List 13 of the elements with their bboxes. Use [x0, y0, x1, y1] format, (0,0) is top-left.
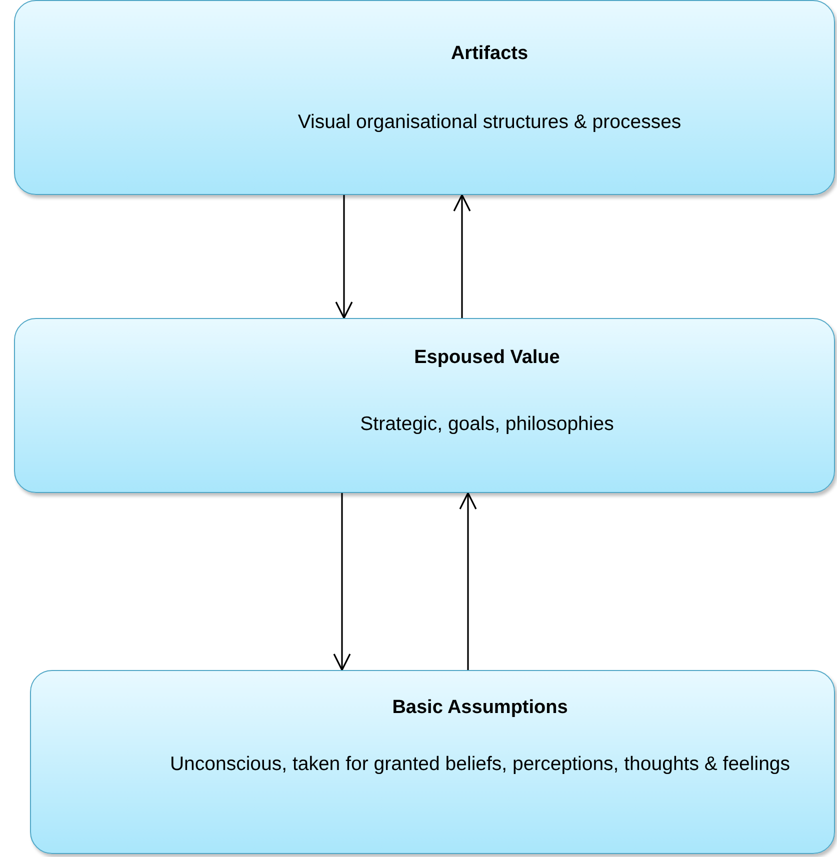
- rounded-box: [30, 670, 835, 854]
- rounded-box: [14, 0, 835, 195]
- box-heading: Basic Assumptions: [392, 697, 568, 719]
- arrow: [453, 194, 471, 318]
- box-text: Unconscious, taken for granted beliefs, perceptions, thoughts & feelings: [168, 752, 792, 777]
- box-text: Visual organisational structures & processes: [296, 110, 682, 135]
- rounded-box: [14, 318, 835, 493]
- box-heading: Espoused Value: [414, 347, 560, 369]
- arrow: [459, 492, 477, 670]
- box-heading: Artifacts: [450, 43, 528, 65]
- arrow: [333, 493, 351, 671]
- box-text: Strategic, goals, philosophies: [359, 412, 615, 437]
- arrow: [335, 195, 353, 319]
